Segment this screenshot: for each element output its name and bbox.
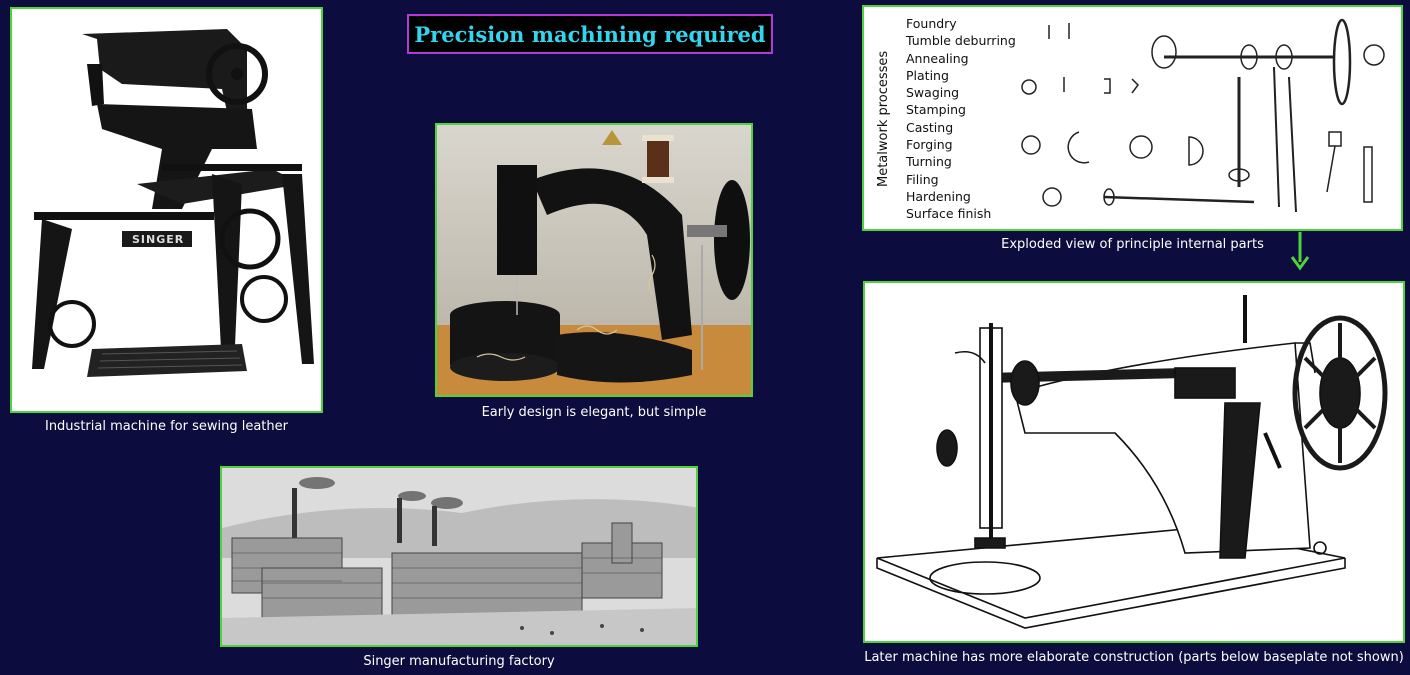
process-item: Forging — [906, 137, 953, 153]
later-machine-image — [863, 281, 1405, 643]
process-item: Swaging — [906, 85, 960, 101]
process-item: Casting — [906, 119, 954, 135]
exploded-caption: Exploded view of principle internal part… — [1001, 237, 1264, 252]
later-caption: Later machine has more elaborate constru… — [864, 650, 1404, 665]
exploded-view-panel: Metalwork processes Foundry Tumble debur… — [862, 5, 1403, 231]
process-item: Stamping — [906, 102, 966, 118]
process-item: Foundry — [906, 16, 957, 31]
factory-caption: Singer manufacturing factory — [363, 654, 555, 669]
process-item: Surface finish — [906, 206, 992, 222]
factory-image — [220, 466, 698, 647]
process-item: Hardening — [906, 188, 971, 204]
early-caption: Early design is elegant, but simple — [481, 405, 707, 420]
process-item: Plating — [906, 67, 949, 83]
process-item: Annealing — [906, 50, 969, 66]
singer-logo: SINGER — [132, 233, 185, 246]
page-title: Precision machining required — [407, 14, 773, 54]
process-item: Tumble deburring — [906, 33, 1016, 49]
process-item: Turning — [906, 154, 952, 170]
process-item: Filing — [906, 171, 939, 187]
industrial-caption: Industrial machine for sewing leather — [44, 419, 288, 434]
down-arrow-icon — [1290, 232, 1310, 271]
early-machine-image — [435, 123, 753, 397]
process-list: Foundry Tumble deburring Annealing Plati… — [906, 15, 1016, 223]
industrial-machine-image: SINGER — [10, 7, 323, 413]
